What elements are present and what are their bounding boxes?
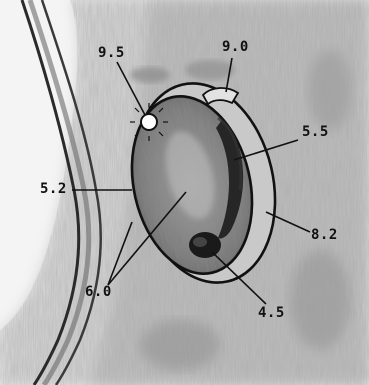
label-5-2: 5.2 [40, 182, 67, 196]
label-6-0: 6.0 [85, 285, 112, 299]
label-8-2: 8.2 [311, 228, 338, 242]
label-9-5: 9.5 [98, 46, 125, 60]
label-4-5: 4.5 [258, 306, 285, 320]
label-5-5: 5.5 [302, 125, 329, 139]
label-9-0: 9.0 [222, 40, 249, 54]
